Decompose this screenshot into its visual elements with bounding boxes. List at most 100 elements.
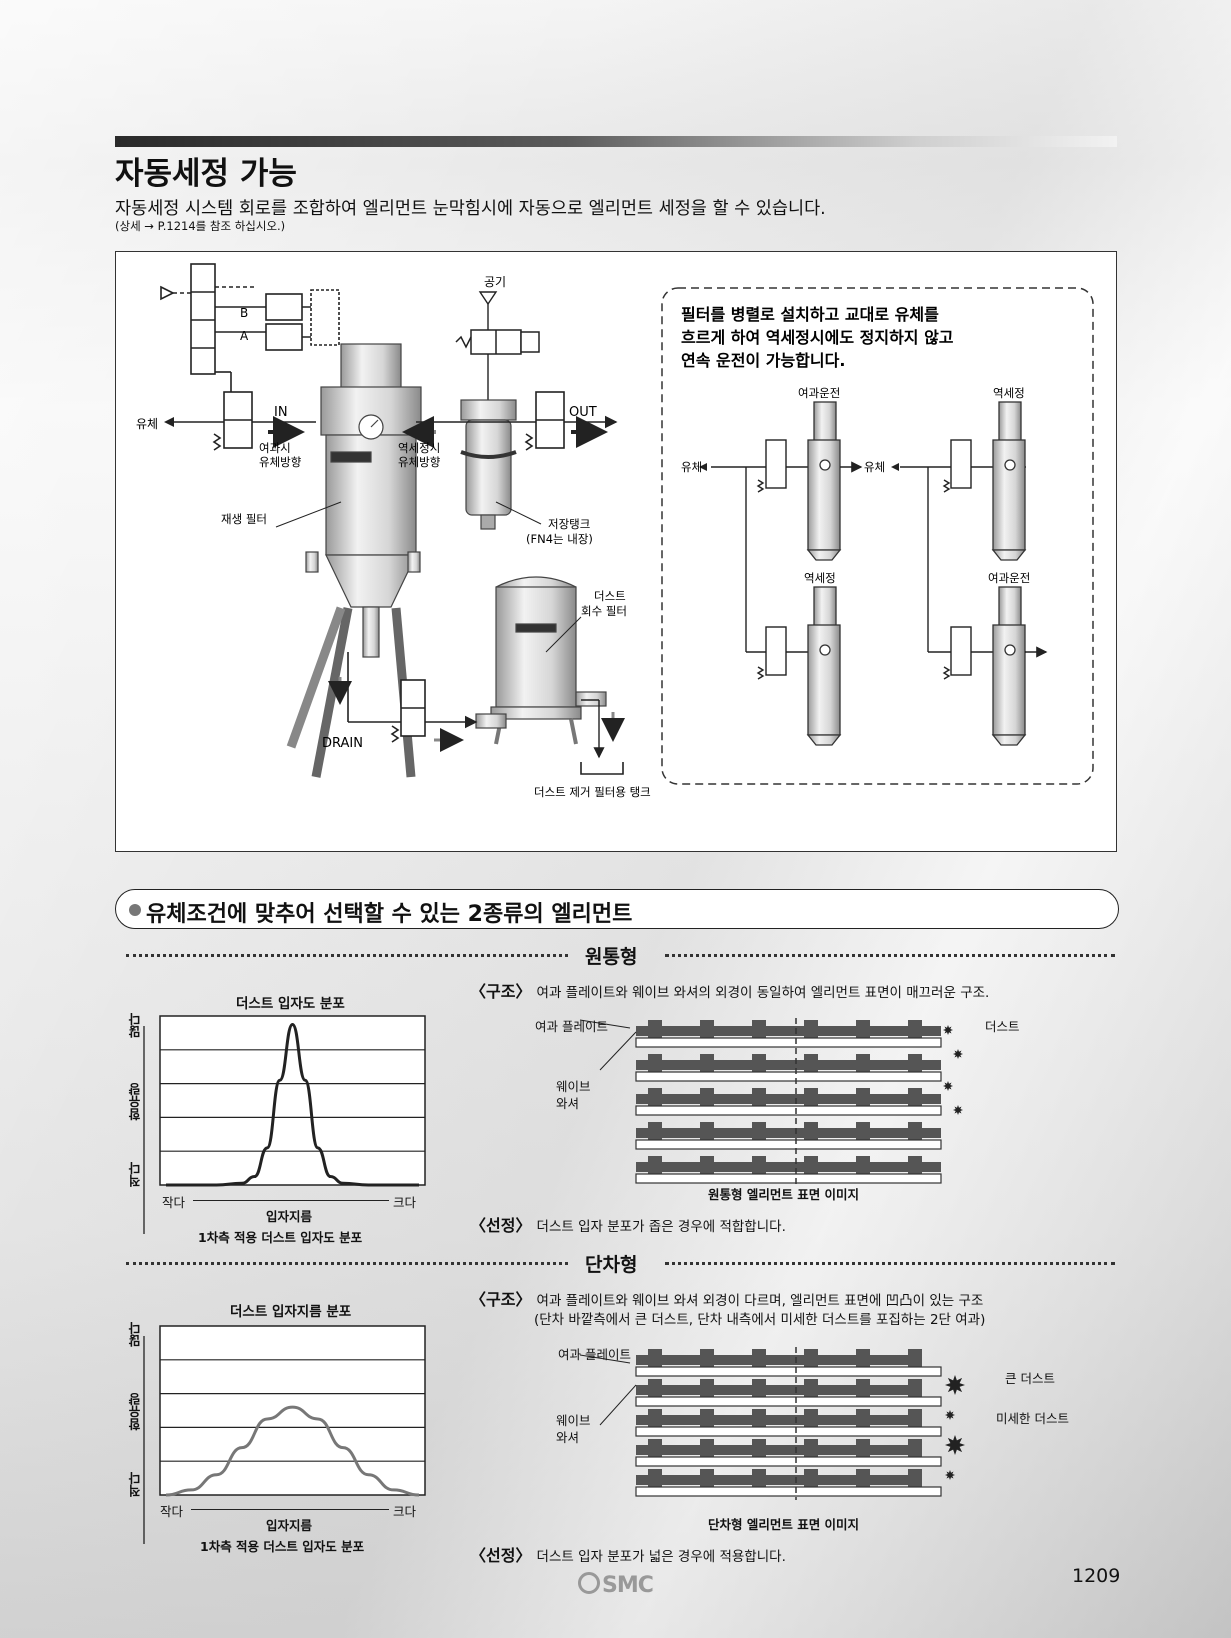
mode-backwash-1: 역세정 [993, 386, 1025, 400]
type2-x-large: 크다 [393, 1504, 417, 1519]
washer-bump [908, 1020, 922, 1042]
type2-y-low: 적다 [128, 1472, 143, 1497]
dust-filter-label-1: 더스트 [594, 589, 626, 603]
page-subtitle: 자동세정 시스템 회로를 조합하여 엘리먼트 눈막힘시에 자동으로 엘리먼트 세… [115, 199, 826, 219]
type2-big-dust-label: 큰 더스트 [1005, 1371, 1055, 1386]
washer-bump [804, 1122, 818, 1144]
wave-washer [635, 1426, 942, 1437]
washer-bump [908, 1439, 922, 1461]
drain-label: DRAIN [322, 736, 363, 751]
washer-bump [856, 1469, 870, 1491]
regen-filter-label: 재생 필터 [221, 512, 267, 526]
reference-note: (상세 → P.1214를 참조 하십시오.) [115, 219, 286, 233]
dust-particle-icon [943, 1081, 953, 1091]
section-title: 유체조건에 맞추어 선택할 수 있는 2종류의 엘리먼트 [146, 902, 633, 927]
filter-plate [636, 1162, 941, 1172]
page-title: 자동세정 가능 [115, 156, 297, 192]
washer-bump [752, 1439, 766, 1461]
washer-bump [700, 1439, 714, 1461]
washer-bump [648, 1122, 662, 1144]
type2-plate-label: 여과 플레이트 [558, 1347, 631, 1362]
page-number: 1209 [1072, 1565, 1121, 1587]
filter-plate [636, 1060, 941, 1070]
wave-washer [635, 1139, 942, 1150]
out-label: OUT [569, 405, 597, 420]
type2-element-image [579, 1347, 965, 1500]
filter-direction-2: 유체방향 [259, 455, 302, 469]
washer-bump [856, 1379, 870, 1401]
wave-washer [635, 1173, 942, 1184]
washer-bump [856, 1409, 870, 1431]
type1-plate-label: 여과 플레이트 [535, 1019, 608, 1034]
washer-bump [648, 1439, 662, 1461]
washer-bump [908, 1469, 922, 1491]
washer-bump [700, 1409, 714, 1431]
type2-y-label: 함유량 [128, 1393, 143, 1431]
type1-structure-text: 여과 플레이트와 웨이브 와셔의 외경이 동일하여 엘리먼트 표면이 매끄러운 … [536, 985, 990, 1001]
type1-x-small: 작다 [162, 1195, 186, 1210]
type1-dust-label: 더스트 [985, 1019, 1020, 1034]
dust-particle-icon [945, 1410, 955, 1420]
inlet-valve [212, 391, 253, 451]
type2-washer-label-1: 웨이브 [556, 1413, 591, 1428]
washer-bump [648, 1349, 662, 1371]
chart1-plot-area [159, 1015, 426, 1186]
type1-element-image [579, 1018, 963, 1185]
storage-tank-label-2: (FN4는 내장) [526, 532, 593, 546]
washer-bump [752, 1088, 766, 1110]
washer-bump [856, 1054, 870, 1076]
type1-structure-row: 〈구조〉 여과 플레이트와 웨이브 와셔의 외경이 동일하여 엘리먼트 표면이 … [470, 978, 989, 1002]
filter-plate [636, 1445, 918, 1455]
washer-bump [648, 1469, 662, 1491]
washer-bump [700, 1088, 714, 1110]
type2-image-caption: 단차형 엘리먼트 표면 이미지 [708, 1517, 860, 1532]
washer-bump [856, 1156, 870, 1178]
smc-logo-icon [578, 1572, 600, 1594]
divider-right-2 [665, 1262, 1115, 1265]
type1-distribution-chart [143, 1015, 426, 1234]
type1-washer-label-1: 웨이브 [556, 1079, 591, 1094]
cleaning-system-diagram: B A 유체 IN 여과시 유체방향 재생 필터 역세정시 유체방향 공기 [115, 251, 1117, 852]
washer-bump [648, 1379, 662, 1401]
storage-tank [460, 399, 517, 530]
divider-left-2 [126, 1262, 568, 1265]
type2-chart-caption: 1차측 적용 더스트 입자도 분포 [200, 1539, 365, 1554]
wave-washer [635, 1486, 942, 1497]
plate-leader-line [579, 1019, 631, 1029]
smc-logo: SMC [578, 1572, 654, 1598]
washer-bump [856, 1088, 870, 1110]
type2-structure-text: 여과 플레이트와 웨이브 와셔 외경이 다르며, 엘리먼트 표면에 凹凸이 있는… [536, 1293, 984, 1309]
type1-name: 원통형 [585, 946, 638, 968]
type2-structure-tag: 〈구조〉 [470, 1290, 532, 1309]
dust-particle-icon [953, 1105, 963, 1115]
mode-filtering-1: 여과운전 [798, 386, 840, 400]
backwash-direction-1: 역세정시 [398, 441, 440, 455]
filter-plate [636, 1094, 941, 1104]
parallel-fluid-left: 유체 [681, 460, 702, 474]
type1-x-label: 입자지름 [266, 1209, 313, 1224]
washer-bump [752, 1349, 766, 1371]
filter-plate [636, 1355, 918, 1365]
smc-logo-text: SMC [602, 1573, 654, 1598]
dust-particle-icon [953, 1049, 963, 1059]
washer-bump [804, 1054, 818, 1076]
washer-bump [752, 1020, 766, 1042]
parallel-note-2: 흐르게 하여 역세정시에도 정지하지 않고 [681, 328, 954, 347]
washer-bump [804, 1088, 818, 1110]
washer-bump [700, 1349, 714, 1371]
wave-washer [635, 1071, 942, 1082]
header-bar [115, 136, 1117, 147]
washer-bump [804, 1439, 818, 1461]
section-header: 유체조건에 맞추어 선택할 수 있는 2종류의 엘리먼트 [115, 889, 1119, 929]
washer-bump [804, 1156, 818, 1178]
type2-chart-title: 더스트 입자지름 분포 [230, 1304, 352, 1320]
washer-bump [752, 1469, 766, 1491]
regen-filter [286, 343, 422, 778]
mode-backwash-2: 역세정 [804, 571, 836, 585]
inlet-arrow [164, 417, 174, 427]
drain-valve [390, 679, 426, 743]
mode-filtering-2: 여과운전 [988, 571, 1030, 585]
washer-bump [908, 1409, 922, 1431]
washer-bump [804, 1379, 818, 1401]
parallel-note-1: 필터를 병렬로 설치하고 교대로 유체를 [681, 305, 939, 324]
